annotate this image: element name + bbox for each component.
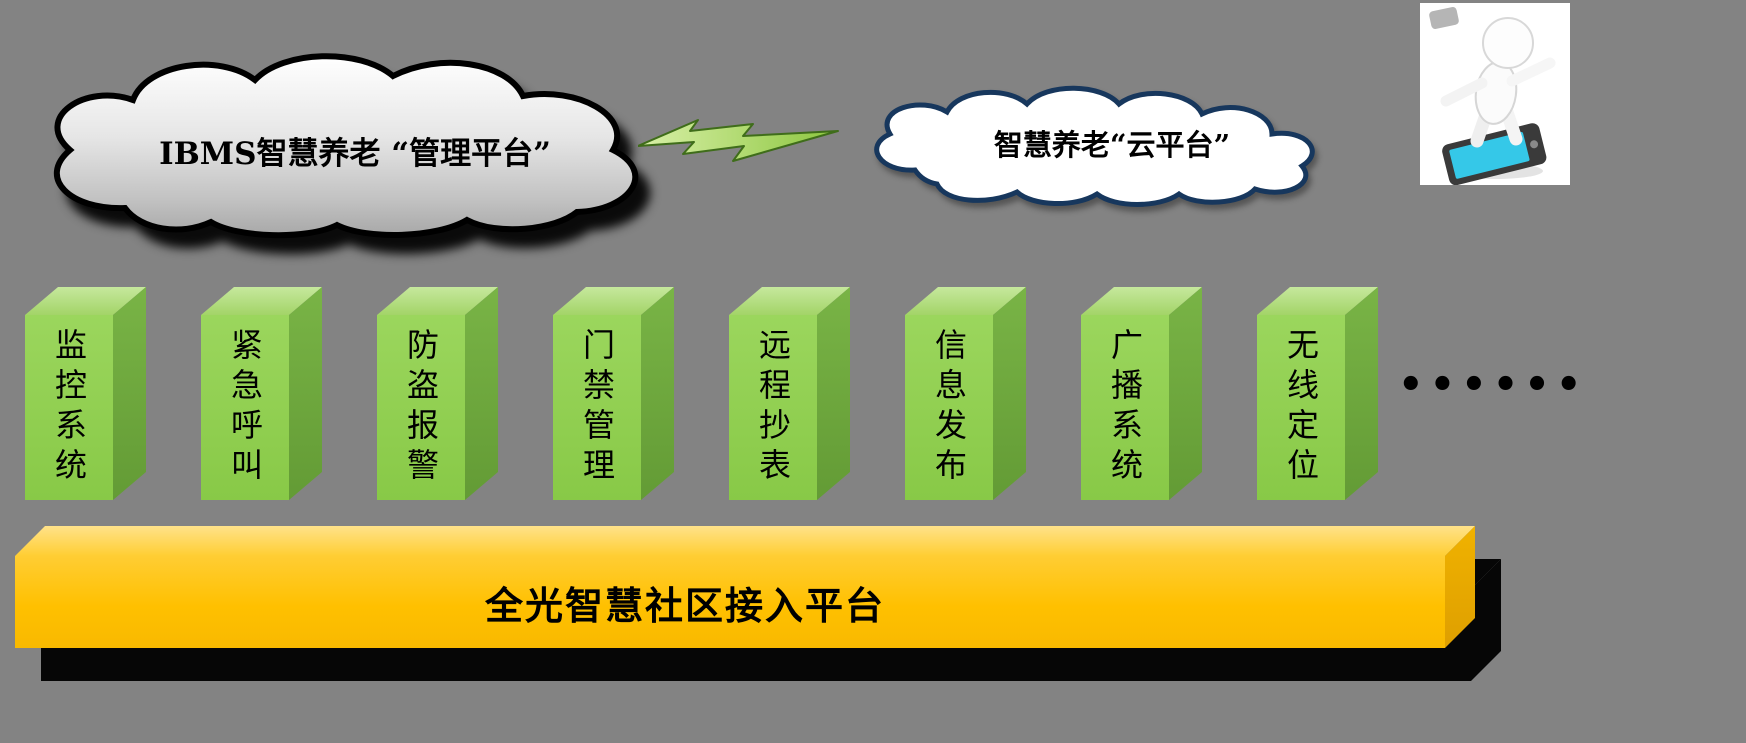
module-box-information-publishing: 信息发布 (905, 287, 1026, 500)
box-front-face: 无线定位 (1257, 315, 1345, 500)
module-label: 监控系统 (50, 327, 88, 488)
module-label: 远程抄表 (754, 327, 792, 488)
module-label: 防盗报警 (402, 327, 440, 488)
box-front-face: 远程抄表 (729, 315, 817, 500)
box-side-face (817, 287, 850, 500)
lightning-bolt-icon (638, 119, 839, 162)
module-box-broadcast-system: 广播系统 (1081, 287, 1202, 500)
box-front-face: 监控系统 (25, 315, 113, 500)
box-side-face (993, 287, 1026, 500)
module-label: 信息发布 (930, 327, 968, 488)
box-front-face: 信息发布 (905, 315, 993, 500)
management-cloud-label: IBMS智慧养老 “管理平台” (159, 136, 551, 172)
module-box-emergency-call: 紧急呼叫 (201, 287, 322, 500)
more-modules-ellipsis: •••••• (1398, 362, 1588, 408)
box-side-face (113, 287, 146, 500)
module-box-monitoring-system: 监控系统 (25, 287, 146, 500)
module-row: 监控系统 紧急呼叫 防盗报警 门禁管理 (25, 287, 1378, 500)
box-side-face (289, 287, 322, 500)
box-side-face (1169, 287, 1202, 500)
module-box-access-control: 门禁管理 (553, 287, 674, 500)
management-cloud-shape (54, 53, 639, 239)
box-side-face (1345, 287, 1378, 500)
handheld-device-icon (1429, 7, 1459, 29)
cloud-platform-cloud-shape (874, 85, 1315, 207)
module-label: 紧急呼叫 (226, 327, 264, 488)
person-figure (1440, 17, 1556, 148)
box-front-face: 门禁管理 (553, 315, 641, 500)
module-label: 广播系统 (1106, 327, 1144, 488)
box-side-face (641, 287, 674, 500)
box-front-face: 防盗报警 (377, 315, 465, 500)
box-front-face: 广播系统 (1081, 315, 1169, 500)
module-label: 门禁管理 (578, 327, 616, 488)
module-box-remote-meter-reading: 远程抄表 (729, 287, 850, 500)
access-platform-bar: 全光智慧社区接入平台 (15, 526, 1475, 648)
module-box-wireless-positioning: 无线定位 (1257, 287, 1378, 500)
module-label: 无线定位 (1282, 327, 1320, 488)
bar-front-face: 全光智慧社区接入平台 (15, 556, 1445, 648)
bar-top-face (15, 526, 1475, 556)
box-side-face (465, 287, 498, 500)
access-platform-label: 全光智慧社区接入平台 (484, 585, 885, 628)
box-front-face: 紧急呼叫 (201, 315, 289, 500)
cloud-platform-label: 智慧养老“云平台” (993, 128, 1231, 162)
module-box-burglar-alarm: 防盗报警 (377, 287, 498, 500)
person-on-smartphone-illustration (1420, 3, 1570, 185)
